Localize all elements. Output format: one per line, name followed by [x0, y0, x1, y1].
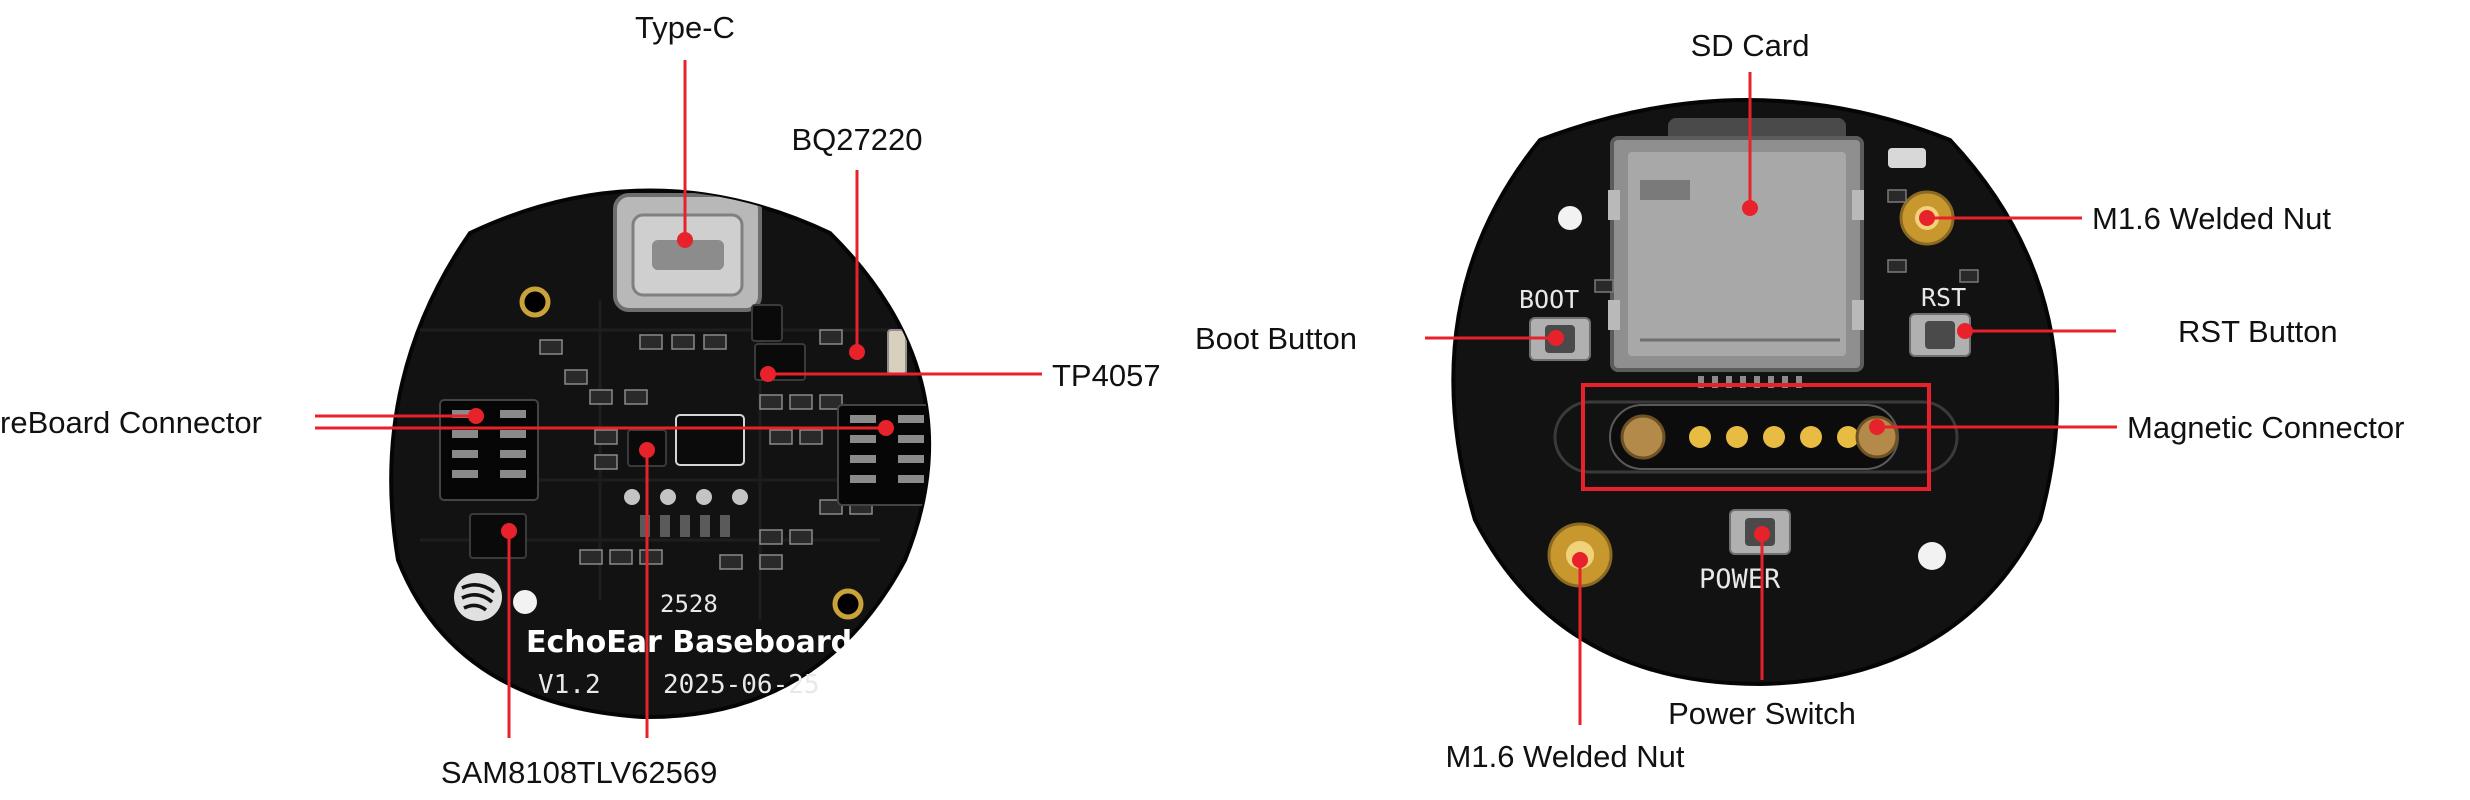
leader-dots [468, 200, 1973, 568]
back-silk-power: POWER [1699, 564, 1781, 595]
main-ic [675, 414, 745, 466]
back-silk-boot: BOOT [1519, 285, 1579, 314]
sd-card-slot [1608, 118, 1864, 372]
left-board-connector [439, 399, 539, 501]
dot-power-switch [1754, 526, 1770, 542]
label-nut-top: M1.6 Welded Nut [2092, 201, 2331, 236]
label-tp4057: TP4057 [1052, 358, 1161, 393]
type-c-connector [613, 193, 762, 312]
front-silk-title: EchoEar Baseboard [526, 625, 852, 660]
back-hole-top-left [1558, 206, 1582, 230]
label-bq27220: BQ27220 [792, 122, 923, 157]
front-board: 2528 EchoEar Baseboard V1.2 2025-06-25 [389, 188, 932, 720]
right-board-connector [837, 404, 930, 506]
front-test-pads [624, 489, 748, 505]
labels: Type-C BQ27220 TP4057 reBoard Connector … [0, 10, 2404, 790]
label-sam8108: SAM8108 [441, 755, 577, 790]
dot-boot-button [1548, 330, 1564, 346]
front-hole-white [513, 590, 537, 614]
dot-bq27220 [849, 344, 865, 360]
label-boot-button: Boot Button [1195, 321, 1357, 356]
dot-nut-top [1919, 210, 1935, 226]
back-smd-components [1594, 189, 1979, 293]
front-silk-code: 2528 [660, 590, 718, 618]
dot-type-c [677, 232, 693, 248]
magnetic-connector [1553, 400, 1959, 474]
dot-magnetic-connector [1869, 419, 1885, 435]
back-silk-rst: RST [1921, 283, 1966, 312]
front-pad-strip [640, 515, 730, 537]
label-power-switch: Power Switch [1668, 696, 1856, 731]
label-sd-card: SD Card [1691, 28, 1810, 63]
dot-sd-card [1742, 200, 1758, 216]
front-silk-version: V1.2 [538, 670, 601, 700]
front-mount-hole-bottom [832, 588, 864, 620]
leader-lines [315, 60, 2117, 738]
dot-tp4057 [760, 366, 776, 382]
sam8108-chip [469, 513, 527, 559]
label-magnetic-connector: Magnetic Connector [2127, 410, 2404, 445]
label-nut-bottom: M1.6 Welded Nut [1446, 739, 1685, 774]
back-board: BOOT RST POWER [1451, 98, 2060, 687]
back-hole-bottom-right [1918, 542, 1946, 570]
label-tlv62569: TLV62569 [577, 755, 718, 790]
sd-contacts [1698, 376, 1802, 388]
label-type-c: Type-C [635, 10, 735, 45]
front-resistor [887, 329, 907, 375]
front-silk-date: 2025-06-25 [663, 670, 820, 700]
dot-rst-button [1957, 323, 1973, 339]
dot-coreboard-right [878, 420, 894, 436]
brand-logo [454, 573, 502, 621]
magnetic-connector-highlight [1581, 383, 1931, 491]
back-led [1888, 148, 1926, 168]
dot-nut-bottom [1572, 552, 1588, 568]
dot-tlv62569 [639, 442, 655, 458]
bq27220-chip [751, 304, 783, 342]
label-coreboard-connector: reBoard Connector [0, 405, 262, 440]
label-rst-button: RST Button [2178, 314, 2338, 349]
front-mount-hole-top [519, 286, 551, 318]
front-smd-components [539, 329, 873, 570]
dot-coreboard-left [468, 408, 484, 424]
dot-sam8108 [501, 523, 517, 539]
